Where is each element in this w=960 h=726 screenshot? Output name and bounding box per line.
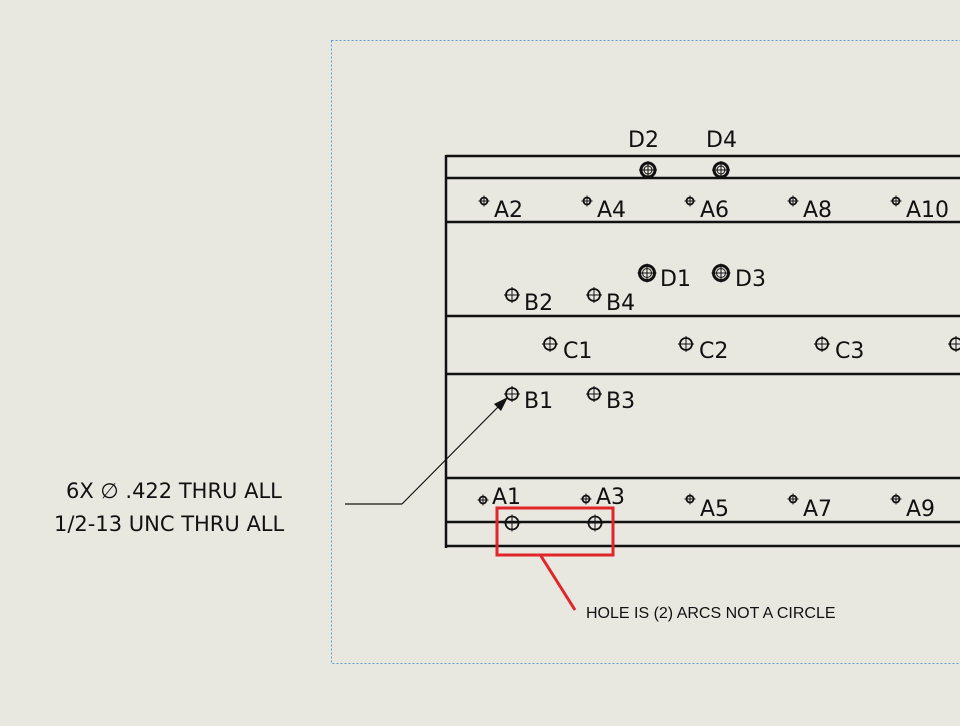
hole-a1-icon	[477, 494, 489, 506]
hole-a6-icon	[684, 195, 696, 207]
callout-leader	[345, 397, 508, 505]
hole-label-b3: B3	[606, 389, 635, 414]
hole-label-a6: A6	[700, 198, 729, 223]
hole-a5-icon	[684, 493, 696, 505]
hole-d2-icon	[639, 161, 657, 179]
hole-symbols	[477, 161, 960, 532]
hole-label-c3: C3	[835, 339, 864, 364]
callout-line-1: 6X ∅ .422 THRU ALL	[66, 479, 282, 503]
callout-line-2: 1/2-13 UNC THRU ALL	[54, 512, 285, 536]
hole-label-a2: A2	[494, 198, 523, 223]
part-outline	[444, 154, 960, 548]
hole-label-a1: A1	[492, 485, 521, 510]
hole-c3-icon	[814, 336, 830, 352]
red-annotation	[495, 506, 615, 611]
hole-label-a3: A3	[596, 485, 625, 510]
hole-label-a7: A7	[803, 497, 832, 522]
hole-label-a8: A8	[803, 198, 832, 223]
hole-label-d3: D3	[735, 267, 766, 292]
hole-b1-icon	[504, 386, 520, 402]
hole-label-c2: C2	[699, 339, 728, 364]
hole-c4-icon	[948, 336, 960, 352]
hole-arc2-icon	[586, 514, 604, 532]
hole-a8-icon	[787, 195, 799, 207]
hole-label-d4: D4	[706, 128, 737, 153]
hole-a2-icon	[478, 195, 490, 207]
sheet-border	[331, 40, 960, 664]
hole-a3-icon	[580, 493, 592, 505]
hole-label-a4: A4	[597, 198, 626, 223]
hole-b4-icon	[586, 287, 602, 303]
hole-a9-icon	[890, 493, 902, 505]
hole-a7-icon	[787, 493, 799, 505]
hole-a4-icon	[581, 195, 593, 207]
hole-d3-icon	[711, 263, 731, 283]
hole-label-d2: D2	[628, 128, 659, 153]
hole-labels: D2 D4 A2 A4 A6 A8 A10 D1 D3 B2 B4 C1 C2 …	[492, 128, 949, 522]
hole-label-b4: B4	[606, 291, 635, 316]
hole-d1-icon	[637, 263, 657, 283]
hole-label-c1: C1	[563, 339, 592, 364]
hole-d4-icon	[712, 161, 730, 179]
highlight-box	[495, 506, 615, 557]
hole-c1-icon	[542, 336, 558, 352]
hole-arc1-icon	[503, 514, 521, 532]
hole-b2-icon	[504, 287, 520, 303]
hole-label-b2: B2	[524, 291, 553, 316]
hole-label-a9: A9	[906, 497, 935, 522]
hole-label-a10: A10	[906, 198, 949, 223]
hole-b3-icon	[586, 386, 602, 402]
hole-label-b1: B1	[524, 389, 553, 414]
hole-label-a5: A5	[700, 497, 729, 522]
annotation-text: HOLE IS (2) ARCS NOT A CIRCLE	[586, 605, 836, 622]
hole-a10-icon	[890, 195, 902, 207]
hole-c2-icon	[678, 336, 694, 352]
hole-label-d1: D1	[660, 267, 691, 292]
annotation-leader	[539, 555, 577, 611]
